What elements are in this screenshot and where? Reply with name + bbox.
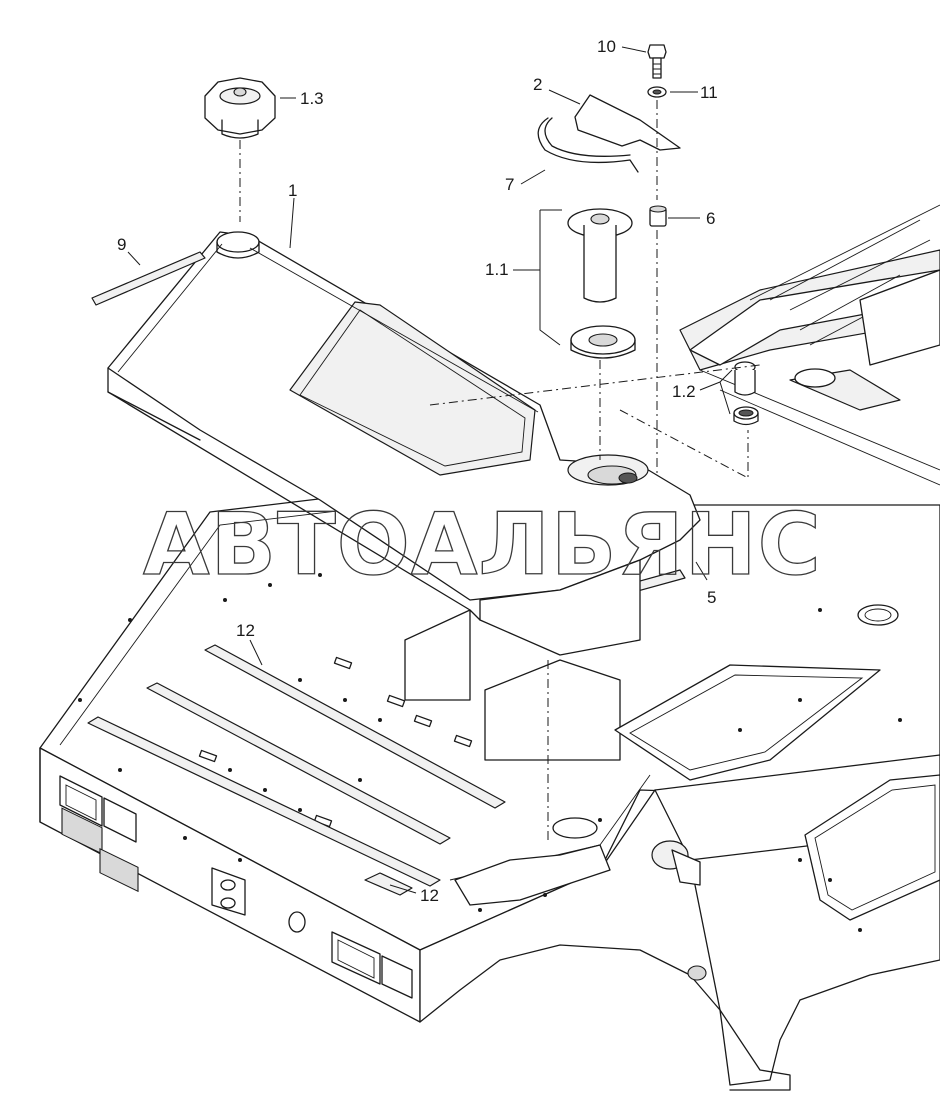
callout-labels: 1.3 1 9 2 7 10 11 6 1.1 1.2 5 12 12	[117, 37, 718, 905]
callout-11: 11	[700, 83, 718, 102]
callout-2: 2	[533, 75, 542, 94]
assembly-centerlines	[239, 100, 761, 840]
watermark: АВТОАЛЬЯНС	[143, 495, 822, 595]
callout-5: 5	[707, 588, 716, 607]
callout-12-bottom: 12	[420, 886, 439, 905]
callout-10: 10	[597, 37, 616, 56]
filler-cap	[204, 77, 276, 139]
callout-1-2: 1.2	[672, 382, 696, 401]
callout-1: 1	[288, 181, 297, 200]
parts-2-7-bracket	[537, 94, 681, 173]
callout-7: 7	[505, 175, 514, 194]
sender-unit	[567, 208, 636, 359]
callout-1-1: 1.1	[485, 260, 509, 279]
part-9-strip	[91, 251, 206, 306]
fasteners	[647, 44, 667, 227]
fittings-1-2	[733, 361, 759, 426]
callout-1-3: 1.3	[300, 89, 324, 108]
callout-9: 9	[117, 235, 126, 254]
callout-12-top: 12	[236, 621, 255, 640]
rubber-strips	[87, 644, 506, 896]
fuel-tank	[107, 231, 701, 656]
frame-platform	[39, 204, 940, 1091]
callout-6: 6	[706, 209, 715, 228]
leader-lines	[127, 46, 733, 894]
